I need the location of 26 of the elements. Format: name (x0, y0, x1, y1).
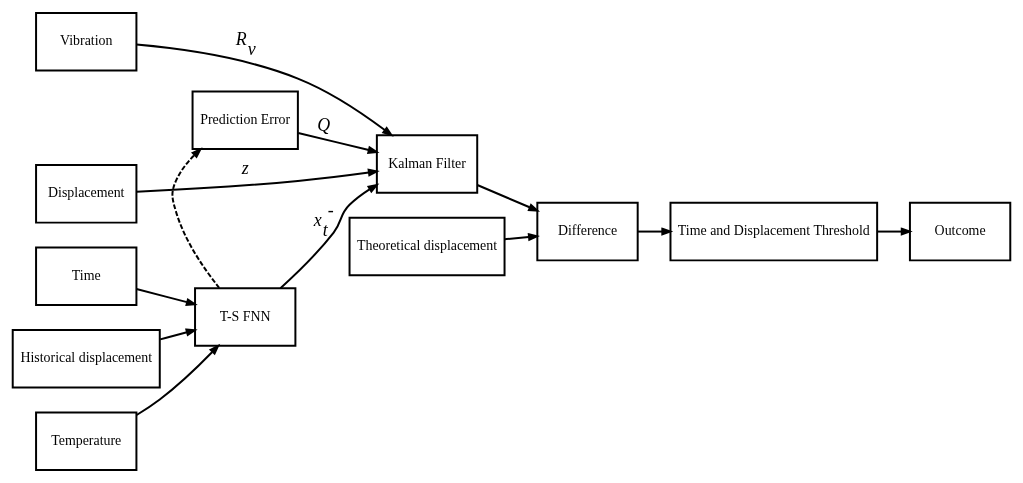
edge-label: z (241, 158, 249, 179)
node-box: Theoretical displacement (348, 216, 506, 277)
arrow (297, 131, 380, 154)
node-box: Time (35, 246, 138, 307)
arrow (503, 232, 540, 242)
arrow (171, 147, 221, 289)
node-box: Kalman Filter (375, 134, 479, 194)
edge-label: Q (317, 114, 331, 135)
node-box: Vibration (35, 11, 138, 72)
node-box: Temperature (35, 411, 138, 472)
node-box: Displacement (35, 164, 138, 224)
arrow (135, 343, 221, 416)
node-box: Historical displacement (11, 328, 161, 389)
node-box: Outcome (908, 201, 1012, 262)
node-box: Prediction Error (191, 90, 299, 151)
node-box: Difference (536, 201, 639, 262)
arrow (636, 227, 674, 236)
arrow (135, 168, 380, 193)
node-box: T-S FNN (194, 287, 297, 347)
arrow (476, 184, 541, 212)
arrow (135, 288, 198, 306)
arrow (876, 227, 913, 236)
arrow (279, 183, 380, 290)
node-box: Time and Displacement Threshold (669, 201, 879, 262)
arrow (135, 43, 394, 137)
arrow (159, 328, 198, 341)
